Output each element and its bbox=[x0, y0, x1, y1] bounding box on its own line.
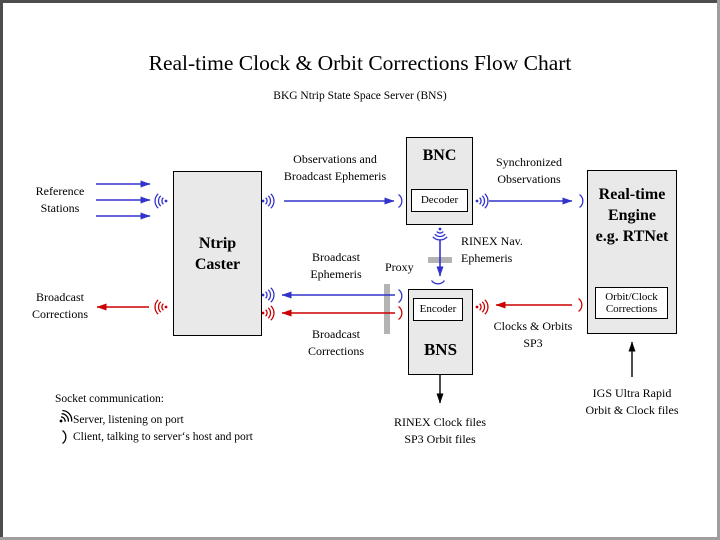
observation-flow bbox=[96, 180, 573, 299]
label-line: Broadcast bbox=[312, 327, 360, 341]
server-socket-icon bbox=[154, 299, 169, 315]
decoder-box: Decoder bbox=[411, 189, 468, 212]
synchronized-observations-label: Synchronized Observations bbox=[486, 154, 572, 188]
label-line: Observations and bbox=[293, 152, 377, 166]
label-line: Corrections bbox=[308, 344, 364, 358]
server-socket-icon bbox=[260, 193, 275, 209]
box-label-line: Decoder bbox=[420, 194, 459, 207]
proxy-label: Proxy bbox=[385, 259, 425, 276]
correction-flow bbox=[96, 301, 572, 317]
client-socket-icon bbox=[578, 193, 584, 209]
client-socket-icon bbox=[397, 193, 403, 209]
rinex-clock-files-label: RINEX Clock files SP3 Orbit files bbox=[375, 414, 505, 448]
client-socket-icon bbox=[397, 305, 403, 321]
label-line: IGS Ultra Rapid bbox=[592, 386, 672, 400]
proxy-bar-vertical bbox=[384, 284, 390, 334]
label-line: Synchronized bbox=[496, 155, 562, 169]
label-line: RINEX Clock files bbox=[394, 415, 486, 429]
label-line: Stations bbox=[40, 201, 80, 215]
server-socket-icon bbox=[260, 287, 275, 303]
frame-border-bottom bbox=[0, 537, 720, 540]
broadcast-corrections-left-label: Broadcast Corrections bbox=[5, 289, 115, 323]
label-line: Ephemeris bbox=[310, 267, 362, 281]
igs-ultra-rapid-label: IGS Ultra Rapid Orbit & Clock files bbox=[563, 385, 701, 419]
page-subtitle: BKG Ntrip State Space Server (BNS) bbox=[273, 90, 447, 102]
client-socket-icon bbox=[397, 288, 403, 304]
legend-client-label: Client, talking to server‘s host and por… bbox=[73, 431, 253, 443]
label-line: Proxy bbox=[385, 260, 414, 274]
legend-title: Socket communication: bbox=[55, 393, 164, 405]
broadcast-corrections-mid-label: Broadcast Corrections bbox=[286, 326, 386, 360]
page-title: Real-time Clock & Orbit Corrections Flow… bbox=[148, 51, 572, 75]
label-line: Orbit & Clock files bbox=[585, 403, 679, 417]
box-label-line: Orbit/Clock bbox=[605, 290, 658, 303]
label-line: Broadcast bbox=[36, 290, 84, 304]
label-line: Corrections bbox=[32, 307, 88, 321]
label-line: SP3 Orbit files bbox=[404, 432, 476, 446]
label-line: Broadcast Ephemeris bbox=[283, 169, 387, 183]
box-label-line: e.g. RTNet bbox=[595, 228, 669, 245]
server-socket-icon bbox=[474, 193, 489, 209]
box-label-line: Caster bbox=[194, 255, 241, 273]
client-socket-icon bbox=[577, 297, 583, 313]
legend-server-socket-icon bbox=[54, 407, 75, 429]
box-label-line: BNC bbox=[422, 147, 457, 164]
server-socket-icon bbox=[260, 305, 275, 321]
server-socket-icon bbox=[432, 226, 448, 241]
orbit-clock-corrections-box: Orbit/Clock Corrections bbox=[595, 287, 668, 319]
clocks-orbits-label: Clocks & Orbits SP3 bbox=[478, 318, 588, 352]
server-socket-icon bbox=[154, 193, 169, 209]
file-flow bbox=[436, 341, 636, 404]
observations-label: Observations and Broadcast Ephemeris bbox=[260, 151, 410, 185]
label-line: Reference bbox=[35, 184, 85, 198]
box-label-line: Engine bbox=[607, 207, 656, 224]
legend-server-label: Server, listening on port bbox=[73, 414, 184, 426]
client-socket-icon bbox=[430, 279, 446, 285]
box-label-line: Ntrip bbox=[198, 234, 237, 252]
legend-client-socket-icon bbox=[61, 429, 67, 445]
label-line: Observations bbox=[497, 172, 561, 186]
ntrip-caster-box: Ntrip Caster bbox=[173, 171, 262, 336]
label-line: RINEX Nav. bbox=[461, 234, 523, 248]
label-line: Ephemeris bbox=[461, 251, 513, 265]
encoder-box: Encoder bbox=[413, 298, 463, 321]
label-line: Broadcast bbox=[312, 250, 360, 264]
frame-border-right bbox=[717, 0, 720, 540]
label-line: SP3 bbox=[523, 336, 543, 350]
broadcast-ephemeris-label: Broadcast Ephemeris bbox=[286, 249, 386, 283]
server-socket-icon bbox=[474, 299, 489, 315]
frame-border-left bbox=[0, 0, 3, 540]
reference-stations-label: Reference Stations bbox=[10, 183, 110, 217]
box-label-line: BNS bbox=[423, 340, 458, 359]
rinex-nav-label: RINEX Nav. Ephemeris bbox=[461, 233, 551, 267]
box-label-line: Encoder bbox=[419, 303, 457, 316]
box-label-line: Real-time bbox=[598, 186, 666, 203]
frame-border-top bbox=[0, 0, 720, 3]
label-line: Clocks & Orbits bbox=[493, 319, 573, 333]
box-label-line: Corrections bbox=[605, 303, 658, 315]
